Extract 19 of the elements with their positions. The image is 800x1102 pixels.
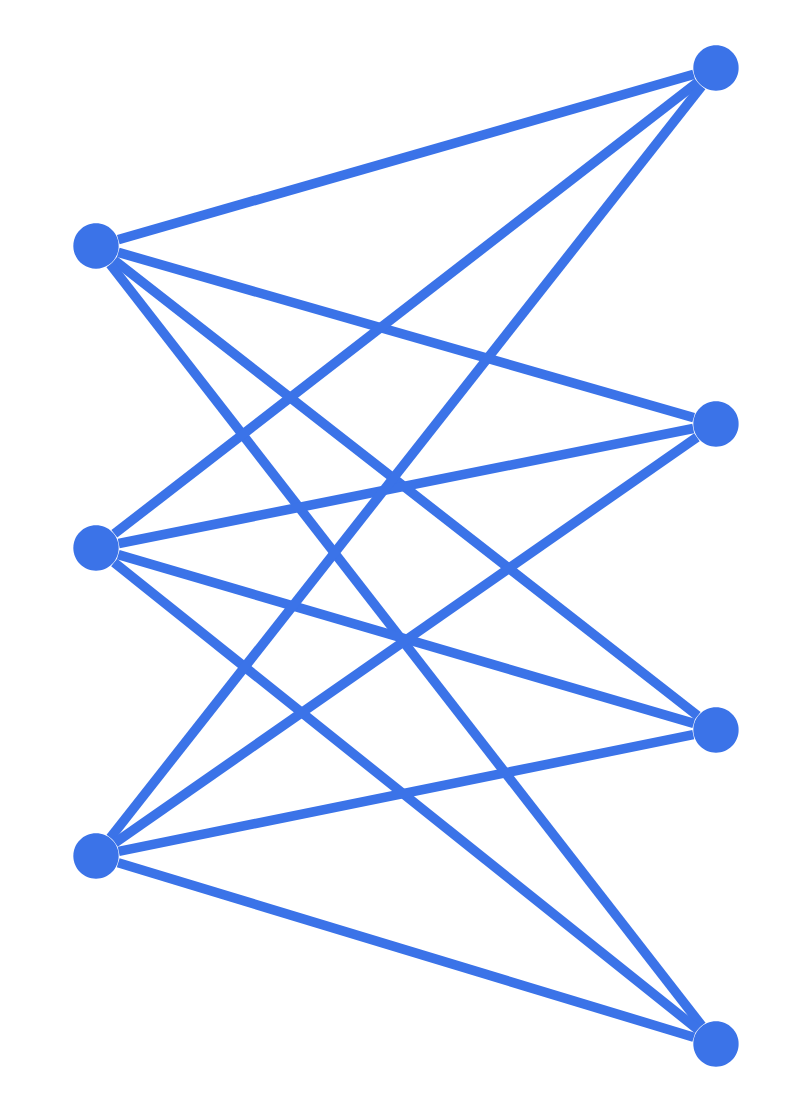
edge-line	[112, 433, 700, 847]
edge-line	[111, 558, 701, 1034]
edge-line	[111, 78, 701, 538]
vertex-dot	[73, 833, 119, 879]
vertex-dot	[693, 45, 739, 91]
vertex-dot	[693, 707, 739, 753]
edge-line	[117, 423, 695, 549]
vertex-dot	[73, 223, 119, 269]
edge-line	[116, 549, 696, 729]
edge-line	[106, 83, 706, 841]
vertex-dot	[693, 401, 739, 447]
edge-line	[116, 69, 695, 245]
edge-line	[116, 858, 696, 1042]
edge-line	[117, 729, 695, 857]
vertex-dot	[73, 525, 119, 571]
edge-line	[106, 261, 706, 1029]
edge-line	[116, 247, 695, 423]
vertex-dot	[693, 1021, 739, 1067]
edge-line	[111, 256, 701, 720]
